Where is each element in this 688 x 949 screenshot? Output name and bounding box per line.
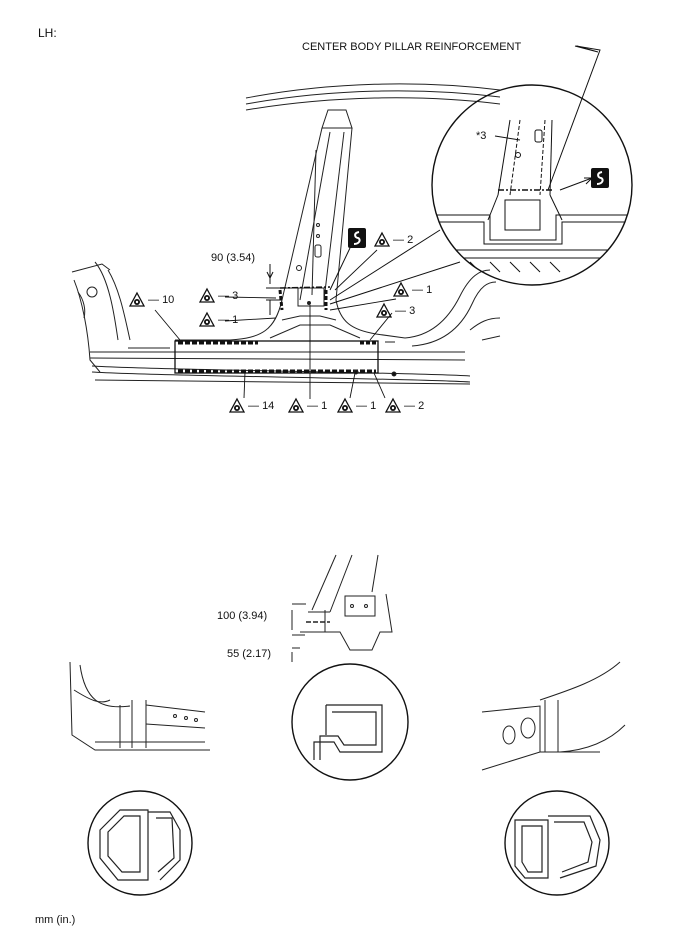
cut-symbol-detail [590, 167, 610, 189]
weld-count-left-10: — 10 [148, 294, 175, 306]
left-detail-circle [99, 809, 181, 881]
dimension-90 [266, 264, 296, 315]
dimension-100-label: 100 (3.94) [217, 610, 268, 622]
weld-leaders [154, 249, 397, 399]
center-detail-border [291, 663, 409, 781]
weld-count-left-3: — 3 [218, 290, 239, 302]
dimension-55-label: 55 (2.17) [227, 648, 272, 660]
weld-count-bottom-1a: — 1 [307, 400, 328, 412]
reinforcement-label: CENTER BODY PILLAR REINFORCEMENT [302, 41, 522, 53]
weld-count-right-3: — 3 [395, 305, 416, 317]
right-section-illustration [481, 661, 626, 771]
weld-count-bottom-2: — 2 [404, 400, 425, 412]
side-label: LH: [38, 26, 57, 40]
left-detail-border [87, 790, 193, 896]
detail-magnifier [329, 45, 633, 305]
right-detail-circle [514, 815, 601, 879]
cut-symbol-pillar [347, 227, 367, 249]
weld-count-top-right: — 2 [393, 234, 414, 246]
right-detail-border [504, 790, 610, 896]
dimension-90-label: 90 (3.54) [211, 252, 256, 264]
body-side-illustration [71, 83, 501, 385]
units-label: mm (in.) [35, 914, 76, 926]
weld-count-bottom-1b: — 1 [356, 400, 377, 412]
weld-count-bottom-14: — 14 [248, 400, 275, 412]
weld-count-right-1: — 1 [412, 284, 433, 296]
center-detail-circle [313, 704, 383, 760]
detail-ref-label: *3 [476, 130, 487, 142]
pillar-base-illustration [291, 554, 393, 662]
left-section-illustration [69, 661, 210, 751]
weld-count-left-1: — 1 [218, 314, 239, 326]
